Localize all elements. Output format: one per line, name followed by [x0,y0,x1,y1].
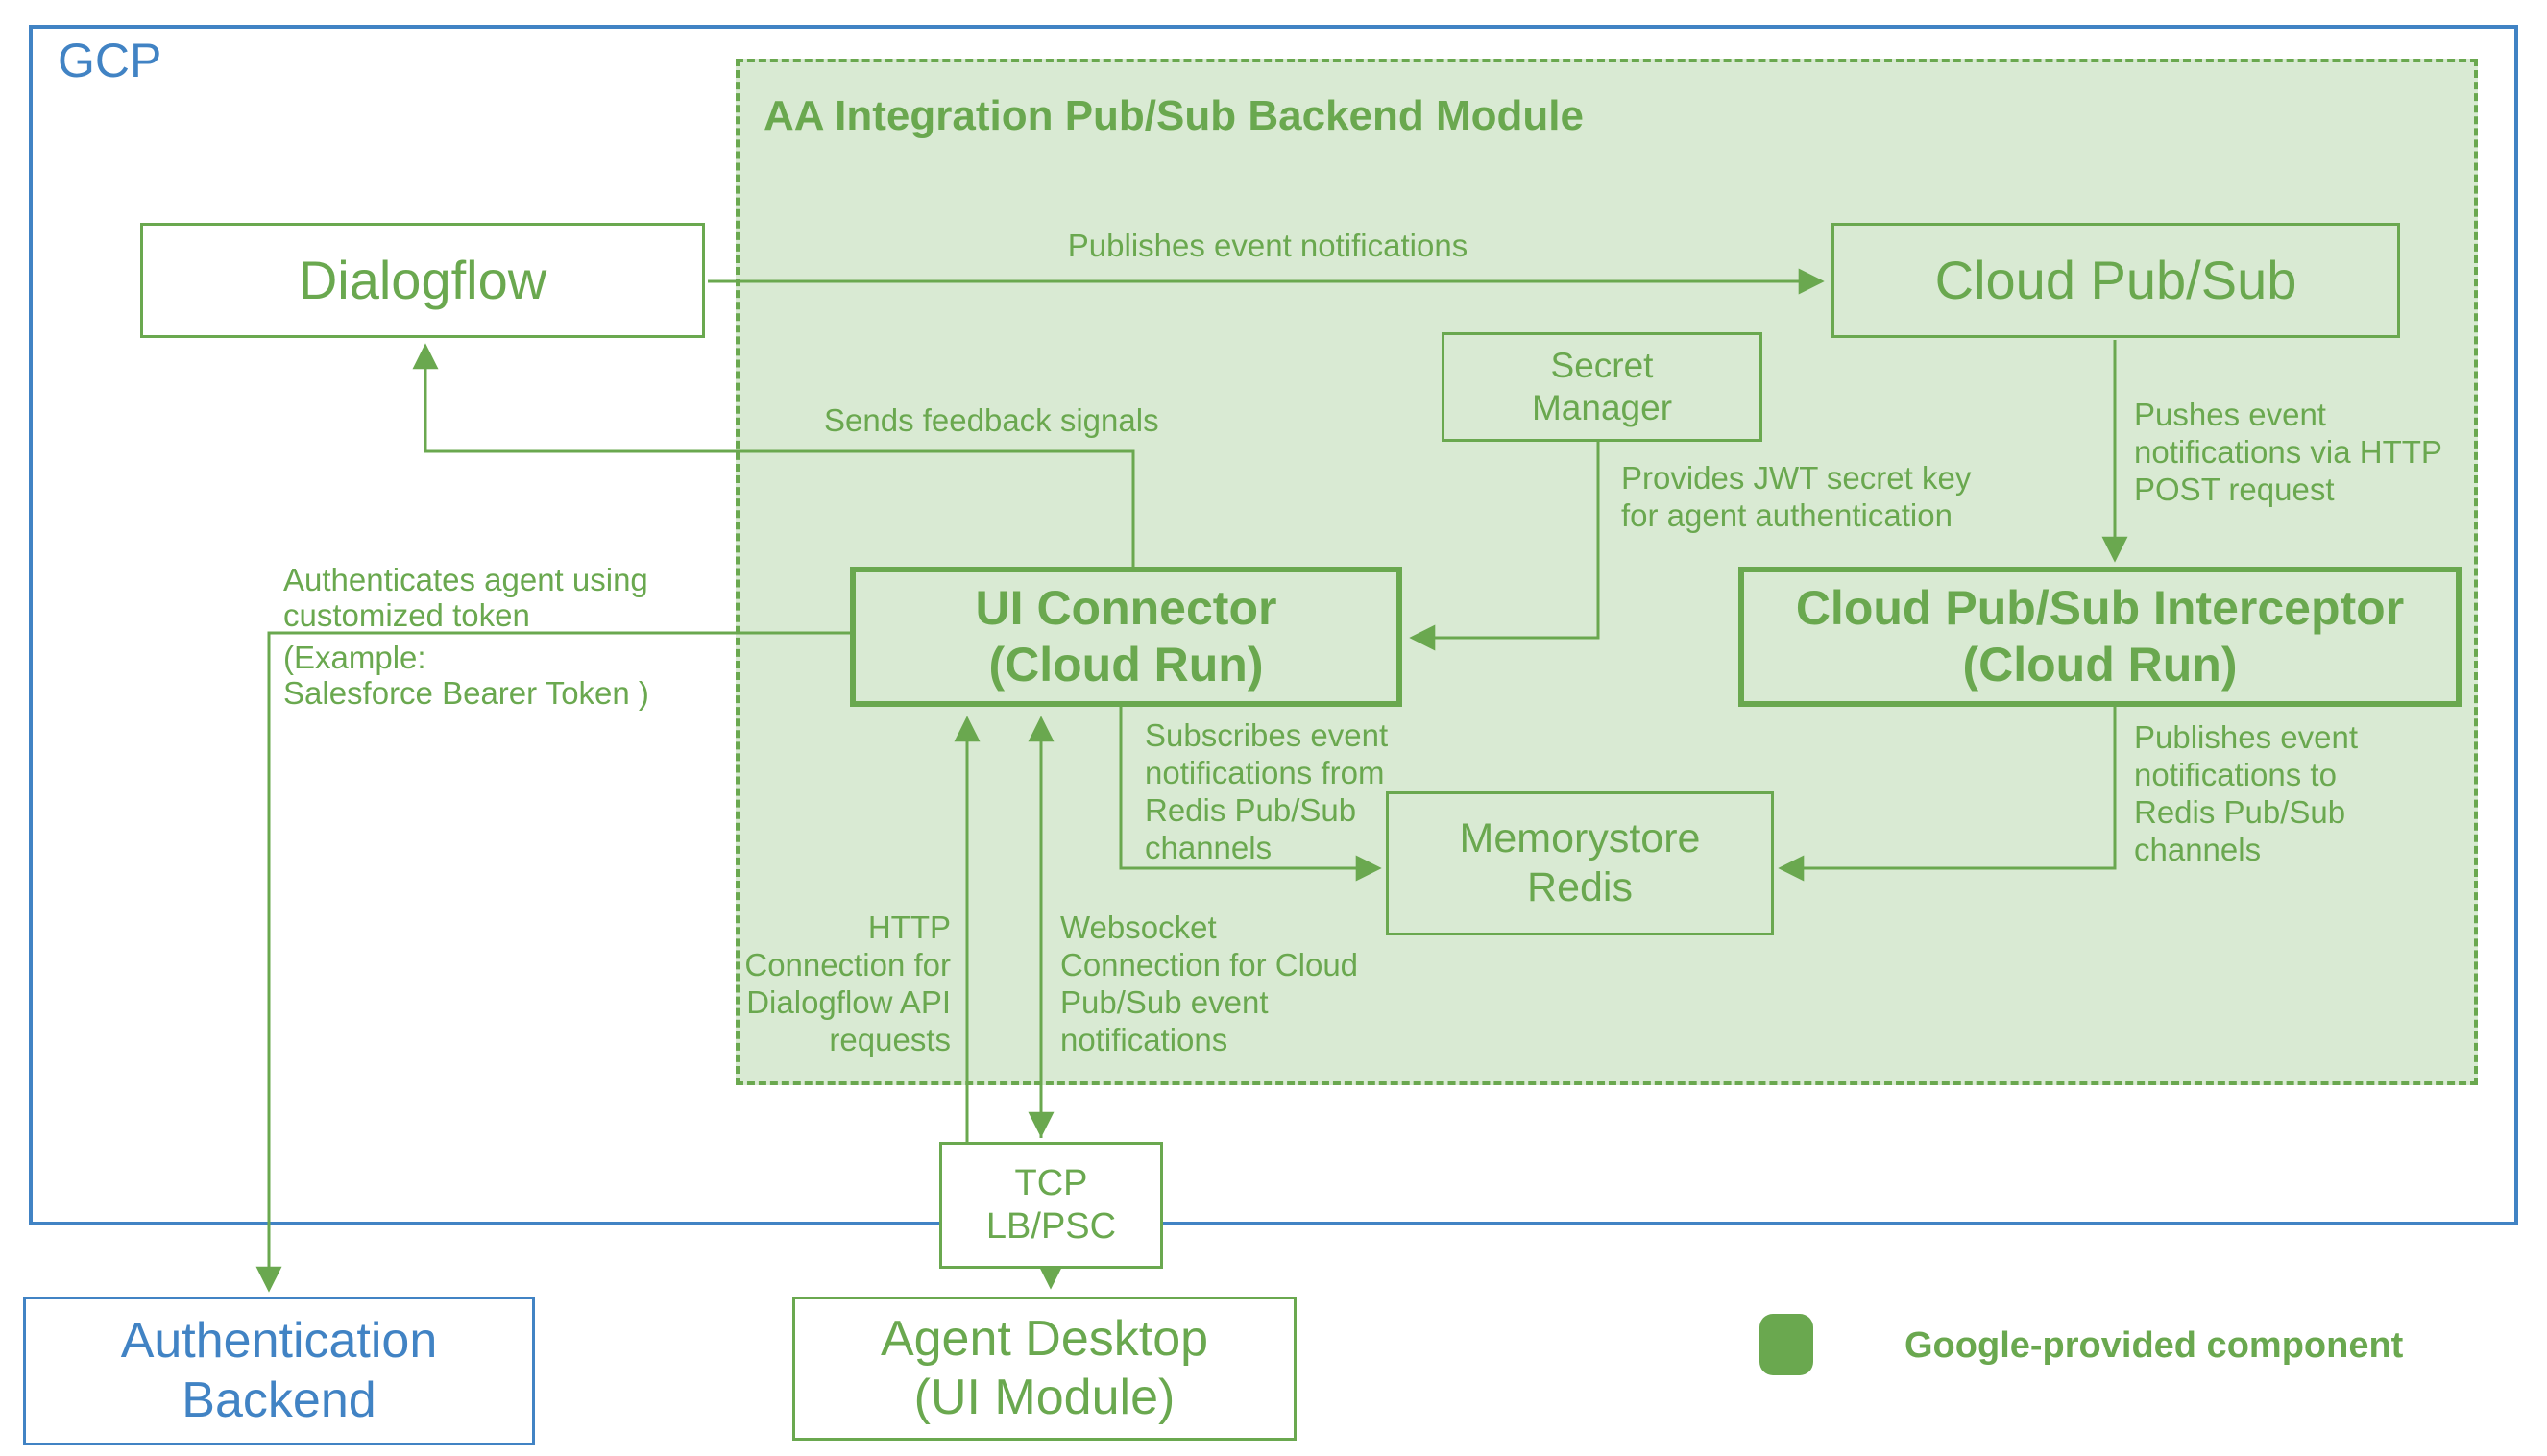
label-subscribes-event-notifications: Subscribes event notifications from Redi… [1145,717,1389,865]
node-cloud-pubsub: Cloud Pub/Sub [1831,223,2400,338]
edge-uiconnector-to-authbackend [255,631,850,1293]
label-sends-feedback-signals: Sends feedback signals [824,402,1159,438]
node-dialogflow: Dialogflow [140,223,705,338]
label-http-connection: HTTP Connection for Dialogflow API reque… [744,910,951,1057]
module-title: AA Integration Pub/Sub Backend Module [764,92,1584,139]
node-secret-manager: Secret Manager [1442,332,1762,442]
label-websocket-connection: Websocket Connection for Cloud Pub/Sub e… [1060,910,1359,1057]
node-agent-desktop: Agent Desktop (UI Module) [792,1297,1297,1441]
label-publishes-to-redis: Publishes event notifications to Redis P… [2134,719,2358,867]
node-memorystore-redis: Memorystore Redis [1386,791,1774,935]
legend-label: Google-provided component [1904,1325,2404,1366]
node-tcp-lb-psc: TCP LB/PSC [939,1142,1163,1269]
edge-uiconnector-to-memorystore [1119,707,1382,882]
edge-secretmanager-to-uiconnector [1409,442,1600,651]
node-authentication-backend: Authentication Backend [23,1297,535,1445]
gcp-label: GCP [58,34,162,87]
label-authenticates-agent: Authenticates agent using customized tok… [283,562,648,633]
node-ui-connector: UI Connector (Cloud Run) [850,567,1402,707]
edge-uiconnector-to-dialogflow-feedback [412,343,1135,567]
label-pushes-event-notifications: Pushes event notifications via HTTP POST… [2134,397,2442,507]
legend-green-swatch-icon [1759,1314,1813,1375]
label-provides-jwt-secret-key: Provides JWT secret key for agent authen… [1621,460,1972,533]
label-authenticates-example: (Example: Salesforce Bearer Token ) [283,640,649,711]
edge-interceptor-to-memorystore [1778,707,2117,882]
label-publishes-event-notifications: Publishes event notifications [1067,228,1468,263]
node-cloud-pubsub-interceptor: Cloud Pub/Sub Interceptor (Cloud Run) [1738,567,2462,707]
